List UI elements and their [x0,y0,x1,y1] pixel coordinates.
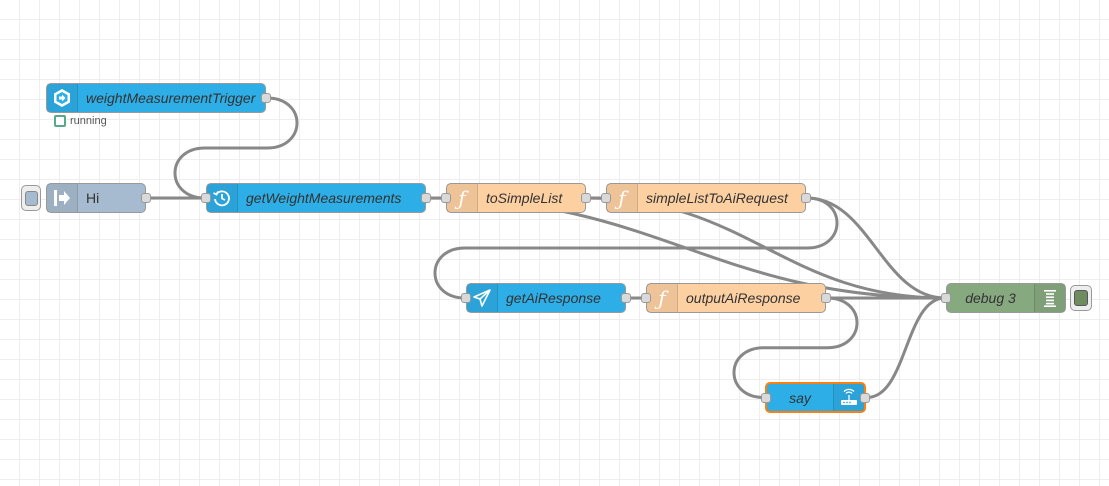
debug-list-icon [1034,284,1065,312]
node-label: debug 3 [965,290,1016,306]
node-output-ai-response[interactable]: ƒ outputAiResponse [641,283,831,313]
node-label: getWeightMeasurements [246,190,402,206]
node-label: simpleListToAiRequest [646,190,788,206]
status-badge: running [54,115,107,127]
node-label: outputAiResponse [686,290,801,306]
history-clock-icon [207,184,238,212]
node-hi-inject[interactable]: Hi [21,183,151,213]
input-port[interactable] [441,193,451,203]
node-label: Hi [86,190,100,206]
status-text: running [70,115,107,127]
output-port[interactable] [261,93,271,103]
send-plane-icon [467,284,498,312]
output-port[interactable] [621,293,631,303]
function-icon: ƒ [607,184,638,212]
output-port[interactable] [421,193,431,203]
node-get-weight-measurements[interactable]: getWeightMeasurements [201,183,431,213]
wire-say-to-debug3[interactable] [865,296,947,399]
node-say[interactable]: say [761,382,870,413]
node-label: weightMeasurementTrigger [86,90,256,106]
output-port[interactable] [581,193,591,203]
wire-simpleListToAiRequest-to-debug3[interactable] [805,196,947,300]
output-port[interactable] [860,393,870,403]
input-port[interactable] [761,393,771,403]
inject-arrow-icon [47,184,78,212]
input-port[interactable] [941,293,951,303]
node-get-ai-response[interactable]: getAiResponse [461,283,631,313]
function-icon: ƒ [647,284,678,312]
router-icon [833,384,864,411]
node-label: getAiResponse [506,290,601,306]
output-port[interactable] [801,193,811,203]
node-debug-3[interactable]: debug 3 [941,283,1092,313]
node-label: toSimpleList [486,190,563,206]
input-port[interactable] [461,293,471,303]
input-port[interactable] [641,293,651,303]
input-port[interactable] [201,193,211,203]
node-label: say [789,389,811,406]
node-simple-list-to-ai-request[interactable]: ƒ simpleListToAiRequest [601,183,811,213]
node-weight-measurement-trigger[interactable]: weightMeasurementTrigger [46,83,271,113]
function-icon: ƒ [447,184,478,212]
inject-button[interactable] [21,185,41,211]
output-port[interactable] [821,293,831,303]
status-running-icon [54,115,66,127]
output-port[interactable] [141,193,151,203]
trigger-icon [47,84,78,112]
input-port[interactable] [601,193,611,203]
node-to-simple-list[interactable]: ƒ toSimpleList [441,183,591,213]
debug-toggle-button[interactable] [1070,285,1092,311]
